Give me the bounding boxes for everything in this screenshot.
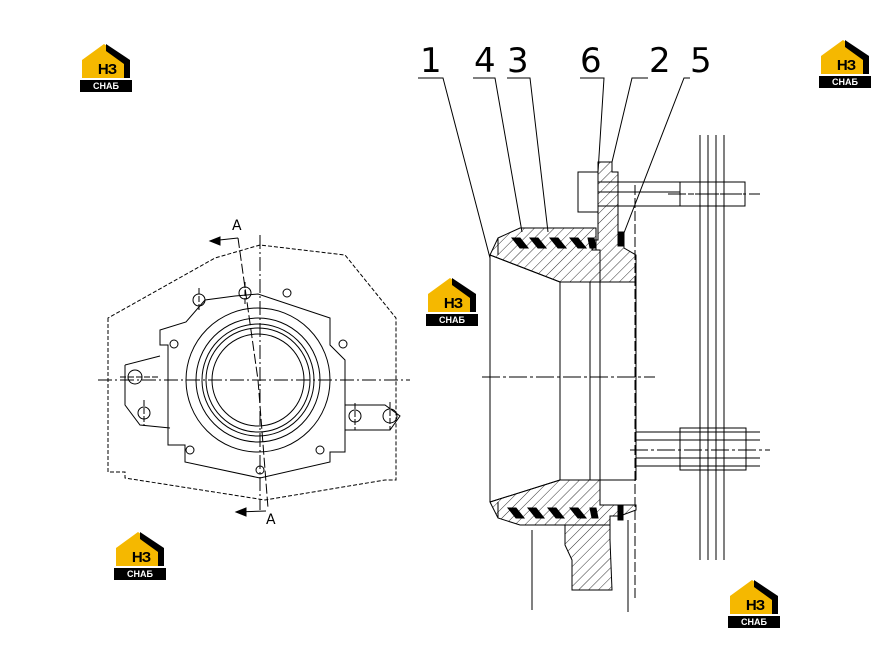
callout-2: 2 [649, 41, 671, 81]
logo-sub-text: СНАБ [114, 568, 166, 580]
lower-stud [679, 427, 747, 471]
section-arrow-top [208, 236, 221, 246]
section-label-top: A [232, 218, 242, 234]
house-logo-icon [82, 44, 130, 78]
bolt [577, 171, 680, 213]
brand-logo: НЗ СНАБ [112, 530, 168, 582]
small-hole [315, 445, 325, 455]
house-logo-icon [730, 580, 778, 614]
lower-seal [506, 507, 599, 519]
logo-main-text: НЗ [97, 61, 117, 78]
section-line [257, 379, 269, 509]
callout-1: 1 [420, 41, 442, 81]
callout-3: 3 [507, 41, 529, 81]
logo-main-text: НЗ [443, 295, 463, 312]
house-logo-icon [428, 278, 476, 312]
lower-flange [564, 524, 613, 591]
house-logo-icon [116, 532, 164, 566]
flange-outline [159, 293, 346, 479]
right-lug [345, 404, 401, 431]
brand-logo: НЗ СНАБ [726, 578, 782, 630]
leader-lines [418, 77, 690, 259]
upper-seal [510, 237, 597, 249]
logo-sub-text: СНАБ [80, 80, 132, 92]
callout-5: 5 [690, 41, 712, 81]
callout-6: 6 [580, 41, 602, 81]
logo-sub-text: СНАБ [728, 616, 780, 628]
left-lug [124, 355, 171, 429]
logo-main-text: НЗ [836, 57, 856, 74]
small-hole [282, 288, 292, 298]
retaining-ring [617, 231, 624, 521]
small-hole [185, 445, 195, 455]
logo-main-text: НЗ [131, 549, 151, 566]
logo-sub-text: СНАБ [426, 314, 478, 326]
section-view [418, 77, 770, 612]
small-hole [338, 339, 348, 349]
cup-bore [489, 238, 637, 518]
house-logo-icon [821, 40, 869, 74]
logo-sub-text: СНАБ [819, 76, 871, 88]
section-line [237, 237, 259, 381]
logo-main-text: НЗ [745, 597, 765, 614]
front-view [98, 235, 410, 517]
brand-logo: НЗ СНАБ [78, 42, 134, 94]
callout-4: 4 [474, 41, 496, 81]
upper-body [489, 227, 601, 283]
brand-logo: НЗ СНАБ [424, 276, 480, 328]
section-arrow-bottom [234, 507, 247, 517]
housing-outline [107, 244, 397, 501]
small-hole [169, 339, 179, 349]
section-label-bottom: A [266, 512, 276, 528]
brand-logo: НЗ СНАБ [817, 38, 873, 90]
